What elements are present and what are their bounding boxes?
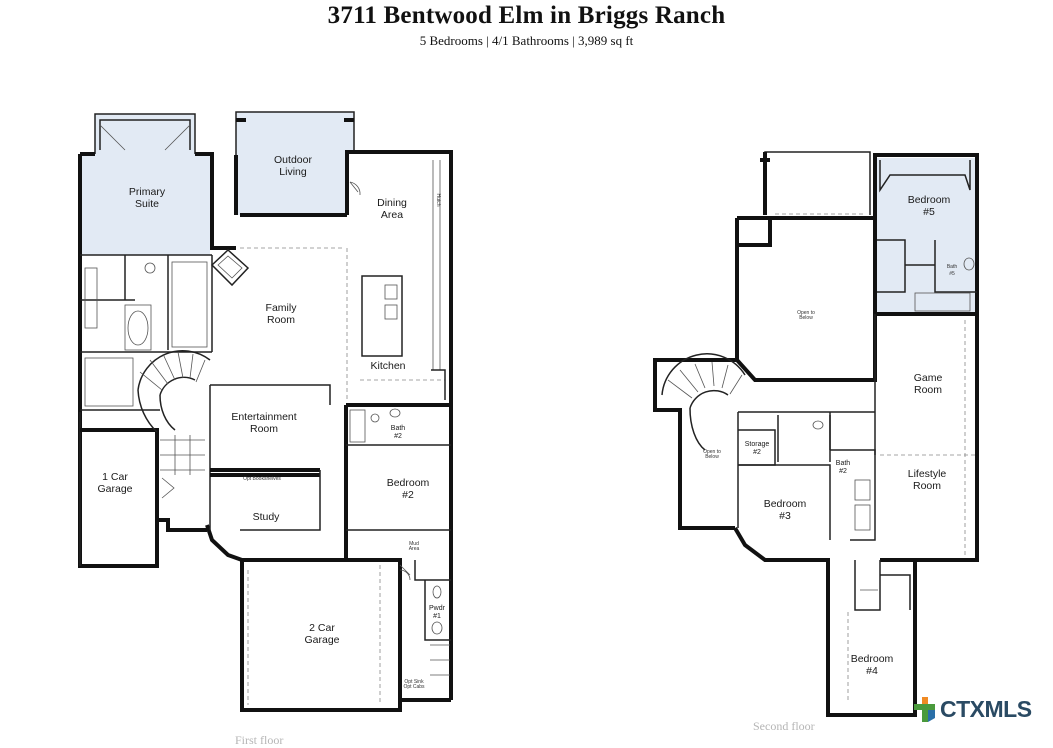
label-opt-bookshelves: Opt Bookshelves: [243, 476, 281, 482]
room-study: Study: [253, 511, 281, 523]
room-bedroom-4: Bedroom#4: [851, 653, 894, 677]
room-bath-2: Bath#2: [391, 425, 406, 440]
primary-suite-highlight: [80, 114, 210, 255]
room-bath-2-upper: Bath#2: [836, 460, 851, 475]
room-bedroom-5: Bedroom#5: [908, 194, 951, 218]
room-powder: Pwdr#1: [429, 605, 446, 620]
second-floor-label: Second floor: [753, 719, 815, 733]
bedroom5-highlight: [875, 158, 975, 314]
page-title: 3711 Bentwood Elm in Briggs Ranch: [327, 2, 726, 29]
room-bedroom-3: Bedroom#3: [764, 498, 807, 522]
page-subtitle: 5 Bedrooms | 4/1 Bathrooms | 3,989 sq ft: [419, 33, 634, 48]
room-bedroom-2: Bedroom#2: [387, 477, 430, 501]
ctxmls-logo-icon: [914, 697, 935, 722]
room-kitchen: Kitchen: [370, 360, 405, 372]
first-floor-label: First floor: [235, 733, 284, 747]
outdoor-living-highlight: [236, 112, 354, 215]
ctxmls-logo-text: CTXMLS: [940, 696, 1032, 722]
room-bath-5: Bath#5: [947, 264, 958, 277]
room-storage-2: Storage#2: [745, 441, 770, 456]
label-hutch: Hutch: [435, 193, 441, 206]
